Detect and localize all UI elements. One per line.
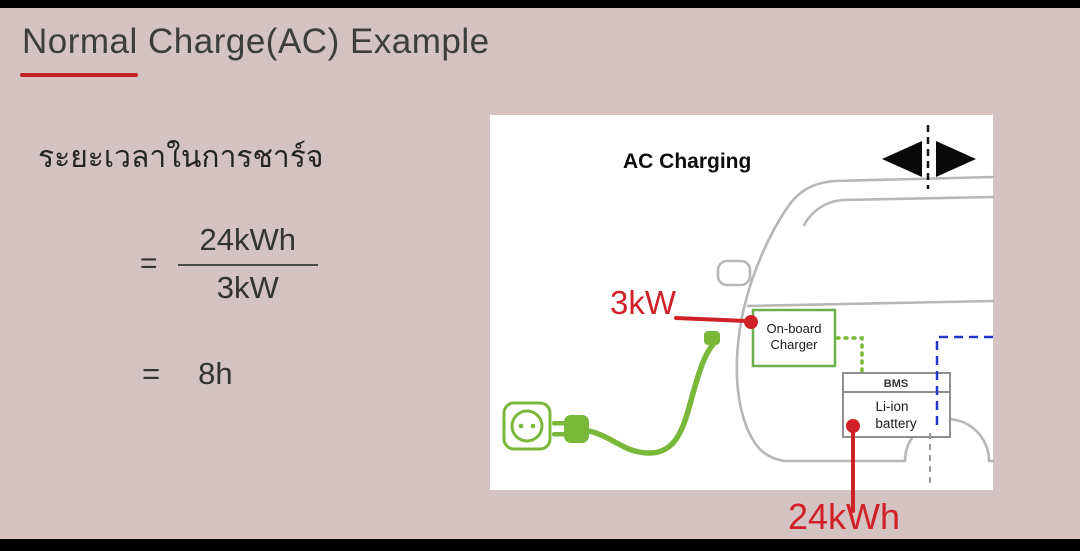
- fraction-numerator: 24kWh: [177, 222, 319, 266]
- charge-port-flap: [716, 259, 752, 287]
- result-value: 8h: [198, 356, 233, 391]
- diagram-svg: On-board Charger BMS Li-ion battery AC C…: [502, 125, 995, 513]
- blue-dashed-wire: [935, 335, 993, 427]
- ac-charging-diagram: On-board Charger BMS Li-ion battery AC C…: [490, 115, 995, 513]
- onboard-charger-box: On-board Charger: [751, 308, 837, 368]
- bms-label: BMS: [884, 378, 908, 390]
- battery-label-line2: battery: [875, 416, 917, 431]
- battery-box: [842, 391, 951, 438]
- charging-cable: [583, 340, 717, 456]
- onboard-charger-label-line1: On-board: [767, 321, 822, 336]
- onboard-charger-label-line2: Charger: [771, 337, 819, 352]
- letterbox-top: [0, 0, 1080, 8]
- power-callout-label: 3kW: [610, 284, 677, 321]
- letterbox-bottom: [0, 539, 1080, 551]
- socket-icon: [502, 401, 552, 451]
- result-equals-sign: =: [142, 356, 161, 391]
- fraction-denominator: 3kW: [216, 270, 279, 305]
- duration-heading: ระยะเวลาในการชาร์จ: [38, 140, 324, 175]
- page-title: Normal Charge(AC) Example: [22, 22, 490, 61]
- equals-sign: =: [140, 247, 158, 280]
- battery-label-line1: Li-ion: [875, 399, 908, 414]
- charge-time-equation: = 24kWh 3kW: [140, 222, 319, 306]
- prev-arrow-icon[interactable]: [882, 141, 922, 177]
- title-underline: [20, 73, 138, 77]
- battery-assembly: BMS Li-ion battery: [842, 372, 951, 438]
- diagram-heading: AC Charging: [623, 150, 751, 173]
- power-callout-dot: [744, 315, 758, 329]
- plug-icon: [552, 415, 589, 443]
- power-callout-line: [674, 316, 748, 323]
- capacity-callout-label: 24kWh: [788, 496, 901, 537]
- next-arrow-icon[interactable]: [936, 141, 976, 177]
- cable-connector: [704, 331, 720, 345]
- equation-result: = 8h: [142, 356, 233, 392]
- fraction: 24kWh 3kW: [177, 222, 319, 306]
- charger-to-battery-dotted-line: [835, 336, 864, 373]
